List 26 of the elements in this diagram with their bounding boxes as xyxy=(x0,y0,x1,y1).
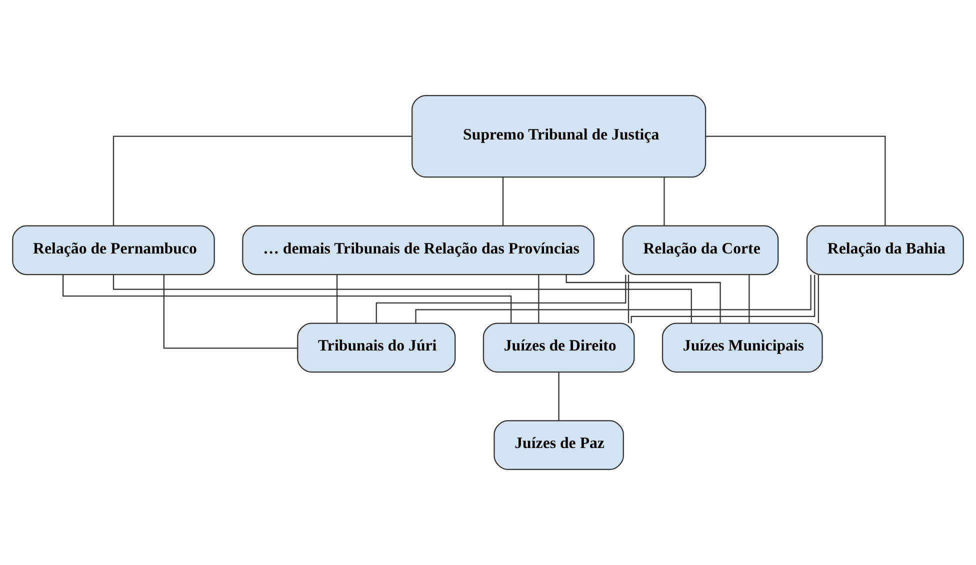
connector xyxy=(62,274,512,324)
node-box: Supremo Tribunal de Justiça xyxy=(412,94,706,178)
connector xyxy=(502,177,504,226)
node-box: Juízes de Paz xyxy=(494,420,624,470)
connector xyxy=(630,274,816,324)
connector xyxy=(748,274,750,324)
connector xyxy=(818,274,820,324)
connector xyxy=(628,274,630,324)
connector xyxy=(112,136,412,226)
node-box: … demais Tribunais de Relação das Províncias xyxy=(242,225,595,276)
connector xyxy=(376,274,626,324)
node-box: Relação de Pernambuco xyxy=(12,225,215,276)
connector xyxy=(336,274,338,324)
node-box: Juízes Municipais xyxy=(662,322,823,373)
node-box: Relação da Bahia xyxy=(806,225,964,276)
connector xyxy=(112,274,692,324)
connector xyxy=(538,274,540,324)
connector xyxy=(664,177,665,226)
connector xyxy=(706,136,886,226)
connector xyxy=(163,274,298,349)
node-box: Juízes de Direito xyxy=(482,322,635,373)
node-box: Relação da Corte xyxy=(622,225,779,276)
connector xyxy=(566,274,721,324)
node-box: Tribunais do Júri xyxy=(297,322,456,373)
connector xyxy=(415,274,812,323)
connector xyxy=(558,372,560,421)
